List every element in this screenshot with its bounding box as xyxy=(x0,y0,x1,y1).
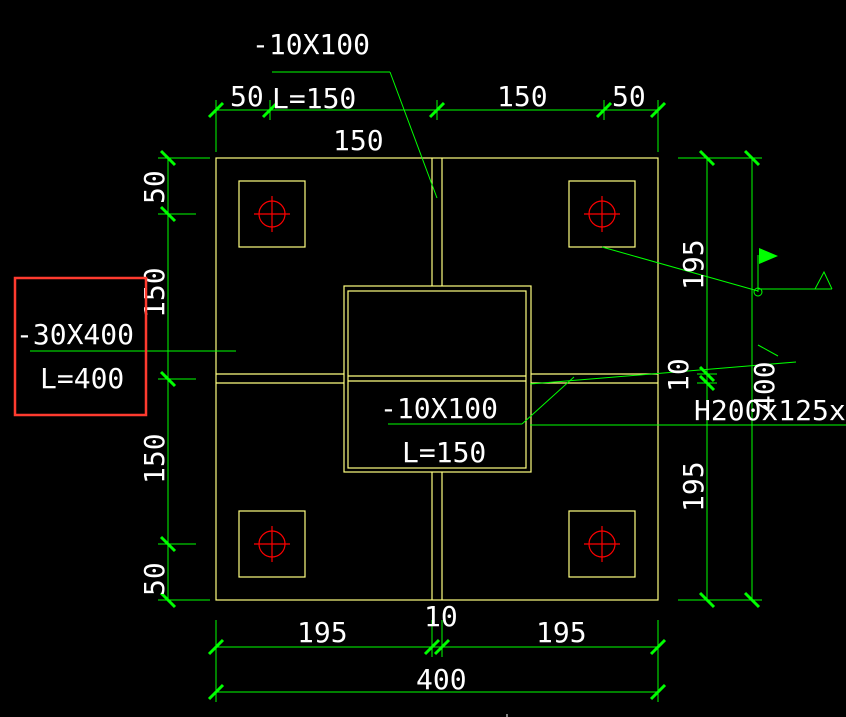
weld-flag xyxy=(759,248,778,264)
bolt-top-left xyxy=(254,196,290,232)
top-dim-3: 150 xyxy=(497,80,548,113)
base-plate-outline xyxy=(215,157,659,601)
anchor-box-top-left xyxy=(238,180,306,248)
top-callout-label: -10X100 xyxy=(252,28,370,61)
stiffener-length: L=150 xyxy=(402,436,486,469)
right-dim-2: 10 xyxy=(662,358,695,392)
bolt-bottom-left xyxy=(254,526,290,562)
anchor-bolts xyxy=(254,196,620,562)
right-dim-1: 195 xyxy=(677,239,710,290)
stiffener-size: -10X100 xyxy=(380,392,498,425)
left-dim-4: 50 xyxy=(138,562,171,596)
right-dim-3: 400 xyxy=(748,361,781,412)
column-inner xyxy=(347,290,527,469)
left-dim-2: 150 xyxy=(138,267,171,318)
dimension-text: -10X100 50 L=150 150 50 150 50 150 150 5… xyxy=(16,28,846,696)
base-plate-length: L=400 xyxy=(40,362,124,395)
bottom-dim-3: 195 xyxy=(536,616,587,649)
bottom-dim-total: 400 xyxy=(416,663,467,696)
highlight-box xyxy=(13,276,148,417)
bolt-bottom-right xyxy=(584,526,620,562)
base-plate xyxy=(215,157,659,601)
column-outer xyxy=(343,285,532,473)
bottom-dim-2: 10 xyxy=(424,600,458,633)
anchor-box-bottom-left xyxy=(238,510,306,578)
section-callout: H200x125x4x xyxy=(694,394,846,427)
top-dim-4: 50 xyxy=(612,80,646,113)
left-dim-1: 50 xyxy=(138,170,171,204)
base-plate-size: -30X400 xyxy=(16,318,134,351)
top-dim-2: L=150 xyxy=(272,82,356,115)
left-dim-3: 150 xyxy=(138,433,171,484)
right-dim-4: 195 xyxy=(677,461,710,512)
bottom-dim-1: 195 xyxy=(297,616,348,649)
anchor-box-bottom-right xyxy=(568,510,636,578)
leader-lines xyxy=(30,71,846,426)
top-dim-5: 150 xyxy=(333,124,384,157)
bolt-top-right xyxy=(584,196,620,232)
dimension-ticks xyxy=(159,101,761,701)
top-dim-1: 50 xyxy=(230,80,264,113)
